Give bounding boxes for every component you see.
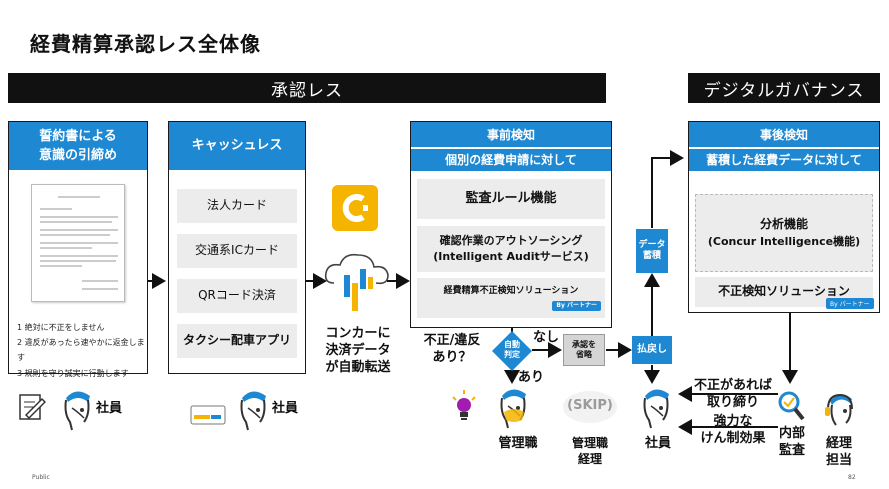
violation-exists-label: あり [518, 370, 545, 385]
decision-line: 自動 [504, 340, 520, 349]
skip-text: (SKIP) [567, 398, 613, 413]
signing-document-icon [18, 393, 47, 427]
auto-decision-diamond: 自動 判定 [491, 330, 533, 372]
finance-line: 経理 [825, 436, 852, 451]
decision-line: 判定 [504, 350, 520, 359]
post-check-heading: 事後検知 [689, 122, 879, 147]
crackdown-caption: 不正があれば 取り締り [688, 378, 778, 412]
skip-approval-line: 承認を [572, 340, 596, 349]
pledge-rule: 1 絶対に不正をしません [17, 323, 105, 332]
deterrent-caption: 強力な けん制効果 [688, 414, 778, 448]
no-violation-label: なし [533, 330, 560, 345]
data-store-line: 蓄積 [642, 251, 661, 261]
manager-finance-line: 管理職 [571, 436, 608, 450]
internal-audit-label: 内部 監査 [772, 426, 812, 460]
pledge-heading-line1: 誓約書による [39, 128, 117, 144]
pledge-heading-line2: 意識の引締め [38, 148, 117, 163]
page-title: 経費精算承認レス全体像 [30, 32, 261, 56]
data-store-box: データ 蓄積 [636, 229, 668, 273]
partner-badge: By パートナー [552, 300, 601, 312]
crackdown-line: 取り締り [706, 394, 759, 410]
skip-bubble-icon: (SKIP) [561, 388, 619, 430]
payment-card-icon [190, 405, 226, 429]
deterrent-line: けん制効果 [700, 430, 766, 446]
data-store-line: データ [638, 239, 666, 250]
payout-box: 払戻し [632, 336, 672, 364]
pre-check-panel: 事前検知 個別の経費申請に対して 監査ルール機能 確認作業のアウトソーシング (… [410, 121, 612, 328]
partner-badge: By パートナー [826, 298, 874, 309]
outsourcing-feature: 確認作業のアウトソーシング (Intelligent Auditサービス) [417, 226, 605, 272]
cashless-heading: キャッシュレス [169, 122, 305, 170]
pledge-heading: 誓約書による 意識の引締め [9, 122, 147, 170]
fraud-detection-label: 経費精算不正検知ソリューション [443, 285, 579, 296]
post-check-panel: 事後検知 蓄積した経費データに対して 分析機能 (Concur Intellig… [688, 121, 880, 313]
outsourcing-line: 確認作業のアウトソーシング [439, 234, 583, 248]
outsourcing-line: (Intelligent Auditサービス) [433, 250, 589, 263]
violation-question: 不正/違反 あり？ [413, 333, 491, 367]
manager-avatar-icon [494, 386, 532, 434]
pledge-rule: 2 違反があったら速やかに返金します [17, 338, 145, 363]
audit-line: 内部 [778, 426, 805, 441]
cashless-panel: キャッシュレス 法人カード 交通系ICカード QRコード決済 タクシー配車アプリ [168, 121, 306, 374]
pre-check-heading: 事前検知 [411, 122, 611, 147]
lightbulb-icon [451, 389, 477, 427]
cashless-item: 交通系ICカード [177, 234, 297, 268]
skip-approval-box: 承認を 省略 [563, 334, 605, 366]
page-number: 82 [848, 474, 856, 481]
manager-label: 管理職 [498, 436, 538, 451]
transfer-line: 決済データ [325, 342, 391, 358]
pledge-person-label: 社員 [96, 401, 123, 416]
employee-label: 社員 [644, 436, 671, 451]
transfer-line: コンカーに [325, 326, 391, 341]
manager-finance-line: 経理 [577, 451, 602, 466]
pledge-panel: 誓約書による 意識の引締め 1 絶対に不正をしません 2 違反があった [8, 121, 148, 378]
employee-avatar-icon [234, 388, 272, 436]
analytics-line: (Concur Intelligence機能) [707, 234, 861, 248]
magnifier-audit-icon [776, 389, 806, 427]
cashless-item: 法人カード [177, 189, 297, 223]
analytics-line: 分析機能 [759, 217, 808, 232]
pledge-rules: 1 絶対に不正をしません 2 違反があったら速やかに返金します 3 規則を守り誠… [17, 320, 147, 381]
employee-avatar-icon [58, 388, 96, 436]
employee-avatar-icon [637, 386, 675, 434]
transfer-caption: コンカーに 決済データ が自動転送 [318, 326, 398, 377]
post-check-subheading: 蓄積した経費データに対して [689, 149, 879, 171]
headset-staff-icon [822, 389, 858, 435]
cashless-item: タクシー配車アプリ [177, 324, 297, 358]
pre-check-subheading: 個別の経費申請に対して [411, 149, 611, 171]
question-line: 不正/違反 [423, 333, 481, 348]
analytics-feature: 分析機能 (Concur Intelligence機能) [695, 194, 873, 272]
transfer-line: が自動転送 [325, 359, 391, 375]
concur-logo-icon [332, 185, 378, 235]
deterrent-line: 強力な [713, 414, 753, 429]
crackdown-line: 不正があれば [693, 378, 772, 393]
skip-approval-line: 省略 [576, 350, 592, 359]
fraud-detection-solution: 経費精算不正検知ソリューション By パートナー [417, 278, 605, 318]
audit-line: 監査 [778, 442, 805, 458]
fraud-detection-post-label: 不正検知ソリューション [718, 284, 850, 299]
classification-label: Public [32, 474, 50, 481]
finance-staff-label: 経理 担当 [818, 436, 860, 470]
approvalless-bar: 承認レス [8, 73, 606, 103]
audit-rule-feature: 監査ルール機能 [417, 179, 605, 219]
manager-finance-label: 管理職 経理 [560, 436, 620, 467]
finance-line: 担当 [825, 452, 852, 468]
pledge-rule: 3 規則を守り誠実に行動します [17, 368, 129, 378]
governance-bar: デジタルガバナンス [688, 73, 880, 103]
question-line: あり？ [432, 349, 472, 365]
cloud-transfer-icon [322, 247, 392, 317]
cashless-item: QRコード決済 [177, 279, 297, 313]
document-lines-icon [40, 196, 118, 290]
fraud-detection-post-solution: 不正検知ソリューション [695, 277, 873, 307]
cashless-person-label: 社員 [272, 401, 299, 416]
pledge-document-image [31, 184, 125, 302]
